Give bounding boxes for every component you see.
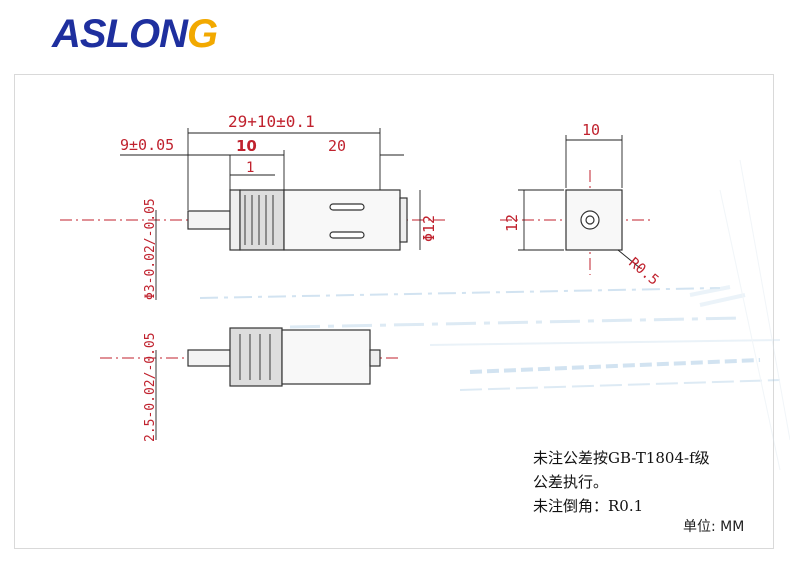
shaft-diameter-label: Φ3-0.02/-0.05 (143, 198, 158, 300)
unit-label: 单位: MM (683, 519, 745, 535)
logo-text: ASLON (52, 12, 188, 56)
step-label: 1 (246, 160, 254, 176)
dimension-lines (120, 128, 641, 440)
note-line-2: 公差执行。 (533, 473, 609, 491)
gearbox-length-label: 9±0.05 (120, 136, 174, 154)
diameter-label: Φ12 (420, 215, 438, 242)
radius-label: R0.5 (625, 255, 661, 289)
flat-dimension-label: 2.5-0.02/-0.05 (143, 332, 158, 442)
logo-g: G (187, 12, 218, 56)
motor-bottom-view (100, 327, 400, 387)
total-length-label: 29+10±0.1 (228, 112, 315, 131)
side-height-label: 12 (503, 214, 521, 232)
aslong-logo: ASLONG (52, 12, 218, 57)
drawing-sheet (14, 74, 774, 549)
note-line-3: 未注倒角：R0.1 (533, 497, 644, 515)
motor-side-view (500, 170, 650, 275)
motor-length-label: 20 (328, 137, 346, 155)
background-streaks (199, 159, 790, 471)
side-width-label: 10 (582, 121, 600, 139)
motor-top-view (60, 189, 445, 251)
note-line-1: 未注公差按GB-T1804-f级 (533, 449, 710, 467)
gear-section-label: 10 (236, 137, 257, 155)
tolerance-notes: 未注公差按GB-T1804-f级 公差执行。 未注倒角：R0.1 (533, 446, 710, 518)
